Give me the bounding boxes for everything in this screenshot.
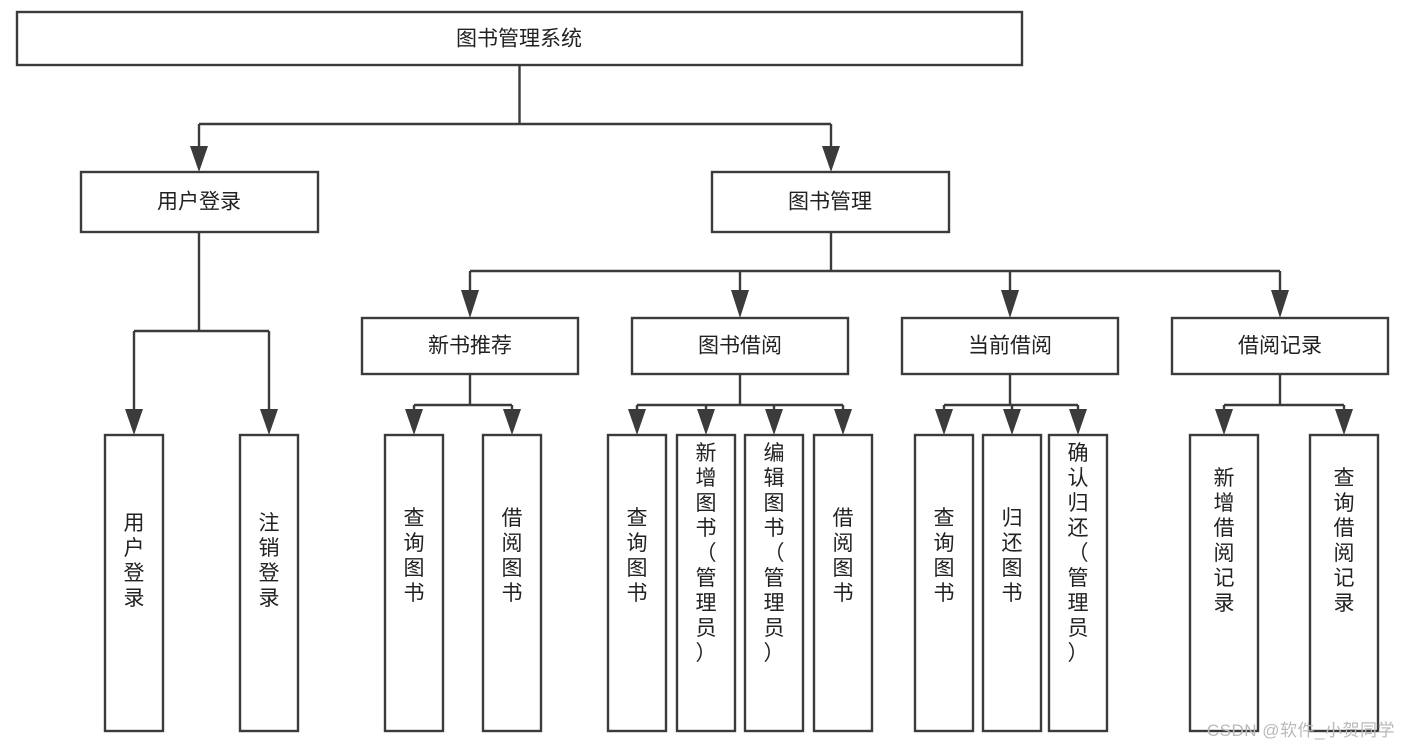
arrowhead-leaf-return-book (1003, 409, 1021, 435)
arrowhead-current-borrow (1001, 290, 1019, 318)
node-leaf-query-book-c-box[interactable] (913, 433, 975, 733)
node-leaf-confirm-return[interactable]: 确认归还（管理员） (1047, 433, 1109, 733)
node-new-book-rec-label: 新书推荐 (428, 335, 512, 358)
node-book-manage-box[interactable] (710, 170, 951, 234)
arrowhead-borrow-record (1271, 290, 1289, 318)
node-leaf-edit-book[interactable]: 编辑图书（管理员） (743, 433, 805, 733)
node-borrow-record[interactable]: 借阅记录 (1170, 316, 1390, 376)
node-leaf-query-book-b[interactable]: 查询图书 (606, 433, 668, 733)
node-leaf-add-record[interactable]: 新增借阅记录 (1188, 433, 1260, 733)
node-book-borrow[interactable]: 图书借阅 (630, 316, 850, 376)
arrowhead-leaf-logout (260, 409, 278, 435)
arrowhead-leaf-add-record (1215, 409, 1233, 435)
node-book-borrow-box[interactable] (630, 316, 850, 376)
node-leaf-confirm-return-label: 确认归还（管理员） (1068, 442, 1089, 665)
arrowhead-leaf-borrow-book-a (503, 409, 521, 435)
node-leaf-query-book-c-label: 查询图书 (934, 507, 955, 605)
node-leaf-borrow-book-a-label: 借阅图书 (502, 507, 523, 605)
node-leaf-user-login-label: 用户登录 (124, 512, 145, 610)
node-root-label: 图书管理系统 (456, 28, 582, 51)
arrowhead-leaf-query-book-c (935, 409, 953, 435)
node-book-manage[interactable]: 图书管理 (710, 170, 951, 234)
node-leaf-query-book-a[interactable]: 查询图书 (383, 433, 445, 733)
arrowhead-leaf-confirm-return (1069, 409, 1087, 435)
node-current-borrow-box[interactable] (900, 316, 1120, 376)
node-leaf-return-book-box[interactable] (981, 433, 1043, 733)
node-leaf-borrow-book-b-label: 借阅图书 (833, 507, 854, 605)
node-leaf-add-record-box[interactable] (1188, 433, 1260, 733)
node-leaf-query-book-c[interactable]: 查询图书 (913, 433, 975, 733)
node-root[interactable]: 图书管理系统 (15, 10, 1024, 67)
node-leaf-edit-book-box[interactable] (743, 433, 805, 733)
node-book-borrow-label: 图书借阅 (698, 335, 782, 358)
node-leaf-borrow-book-b-box[interactable] (812, 433, 874, 733)
node-leaf-query-book-a-box[interactable] (383, 433, 445, 733)
node-leaf-query-record-box[interactable] (1308, 433, 1380, 733)
node-leaf-query-book-b-label: 查询图书 (627, 507, 648, 605)
node-leaf-borrow-book-a-box[interactable] (481, 433, 543, 733)
node-new-book-rec-box[interactable] (360, 316, 580, 376)
node-leaf-user-login[interactable]: 用户登录 (103, 433, 165, 733)
arrowhead-book-manage (822, 146, 840, 172)
node-leaf-logout-label: 注销登录 (259, 512, 280, 610)
arrowhead-leaf-user-login (125, 409, 143, 435)
node-borrow-record-label: 借阅记录 (1238, 335, 1322, 358)
node-leaf-user-login-box[interactable] (103, 433, 165, 733)
node-leaf-borrow-book-b[interactable]: 借阅图书 (812, 433, 874, 733)
arrowhead-leaf-edit-book (765, 409, 783, 435)
node-leaf-query-record-label: 查询借阅记录 (1334, 467, 1355, 615)
node-new-book-rec[interactable]: 新书推荐 (360, 316, 580, 376)
node-leaf-add-book-label: 新增图书（管理员） (696, 442, 717, 665)
arrowhead-user-login (190, 146, 208, 172)
arrowhead-leaf-query-record (1335, 409, 1353, 435)
node-user-login[interactable]: 用户登录 (79, 170, 320, 234)
node-user-login-label: 用户登录 (157, 191, 241, 214)
node-current-borrow[interactable]: 当前借阅 (900, 316, 1120, 376)
arrowhead-new-book-rec (461, 290, 479, 318)
arrowhead-leaf-borrow-book-b (834, 409, 852, 435)
node-borrow-record-box[interactable] (1170, 316, 1390, 376)
node-leaf-add-book-box[interactable] (675, 433, 737, 733)
arrowhead-leaf-query-book-a (405, 409, 423, 435)
node-leaf-confirm-return-box[interactable] (1047, 433, 1109, 733)
node-leaf-return-book[interactable]: 归还图书 (981, 433, 1043, 733)
node-leaf-borrow-book-a[interactable]: 借阅图书 (481, 433, 543, 733)
node-leaf-query-book-b-box[interactable] (606, 433, 668, 733)
arrowhead-book-borrow (731, 290, 749, 318)
node-book-manage-label: 图书管理 (788, 191, 872, 214)
node-current-borrow-label: 当前借阅 (968, 335, 1052, 358)
node-root-box[interactable] (15, 10, 1024, 67)
node-leaf-query-book-a-label: 查询图书 (404, 507, 425, 605)
node-leaf-add-book[interactable]: 新增图书（管理员） (675, 433, 737, 733)
node-leaf-edit-book-label: 编辑图书（管理员） (764, 442, 785, 665)
node-leaf-add-record-label: 新增借阅记录 (1214, 467, 1235, 615)
connector-group (125, 65, 1353, 435)
arrowhead-leaf-query-book-b (628, 409, 646, 435)
node-leaf-return-book-label: 归还图书 (1002, 507, 1023, 605)
node-user-login-box[interactable] (79, 170, 320, 234)
node-leaf-logout[interactable]: 注销登录 (238, 433, 300, 733)
node-leaf-logout-box[interactable] (238, 433, 300, 733)
node-leaf-query-record[interactable]: 查询借阅记录 (1308, 433, 1380, 733)
arrowhead-leaf-add-book (697, 409, 715, 435)
